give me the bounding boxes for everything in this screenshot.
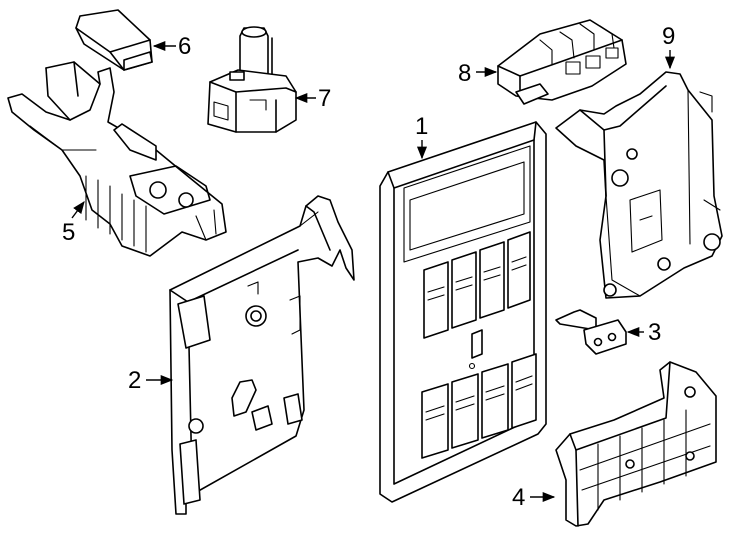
callout-4: 4 (512, 484, 556, 511)
callout-label-5: 5 (62, 219, 75, 246)
part-3-fuse (555, 309, 627, 355)
callout-label-3: 3 (648, 319, 661, 346)
part-4-side-cover (555, 361, 717, 527)
callout-label-7: 7 (318, 85, 331, 112)
callout-7: 7 (294, 85, 331, 112)
callout-label-6: 6 (178, 33, 191, 60)
part-9-support-bracket (555, 71, 723, 299)
callout-label-8: 8 (458, 60, 471, 87)
leader-arrow-5 (71, 200, 85, 219)
callout-1: 1 (415, 113, 428, 160)
callout-8: 8 (458, 60, 498, 87)
callout-label-2: 2 (128, 367, 141, 394)
callout-9: 9 (662, 23, 675, 70)
part-8-relay-module (497, 19, 627, 105)
part-5-bracket (7, 61, 227, 257)
callout-6: 6 (152, 33, 191, 60)
callout-label-1: 1 (415, 113, 428, 140)
part-6-cap (75, 9, 153, 71)
part-2-housing (169, 195, 355, 515)
part-7-terminal (207, 26, 297, 133)
callout-3: 3 (626, 319, 661, 346)
callout-label-9: 9 (662, 23, 675, 50)
callout-5: 5 (62, 200, 85, 246)
part-1-fuse-box (379, 121, 547, 503)
callout-2: 2 (128, 367, 174, 394)
callout-label-4: 4 (512, 484, 525, 511)
